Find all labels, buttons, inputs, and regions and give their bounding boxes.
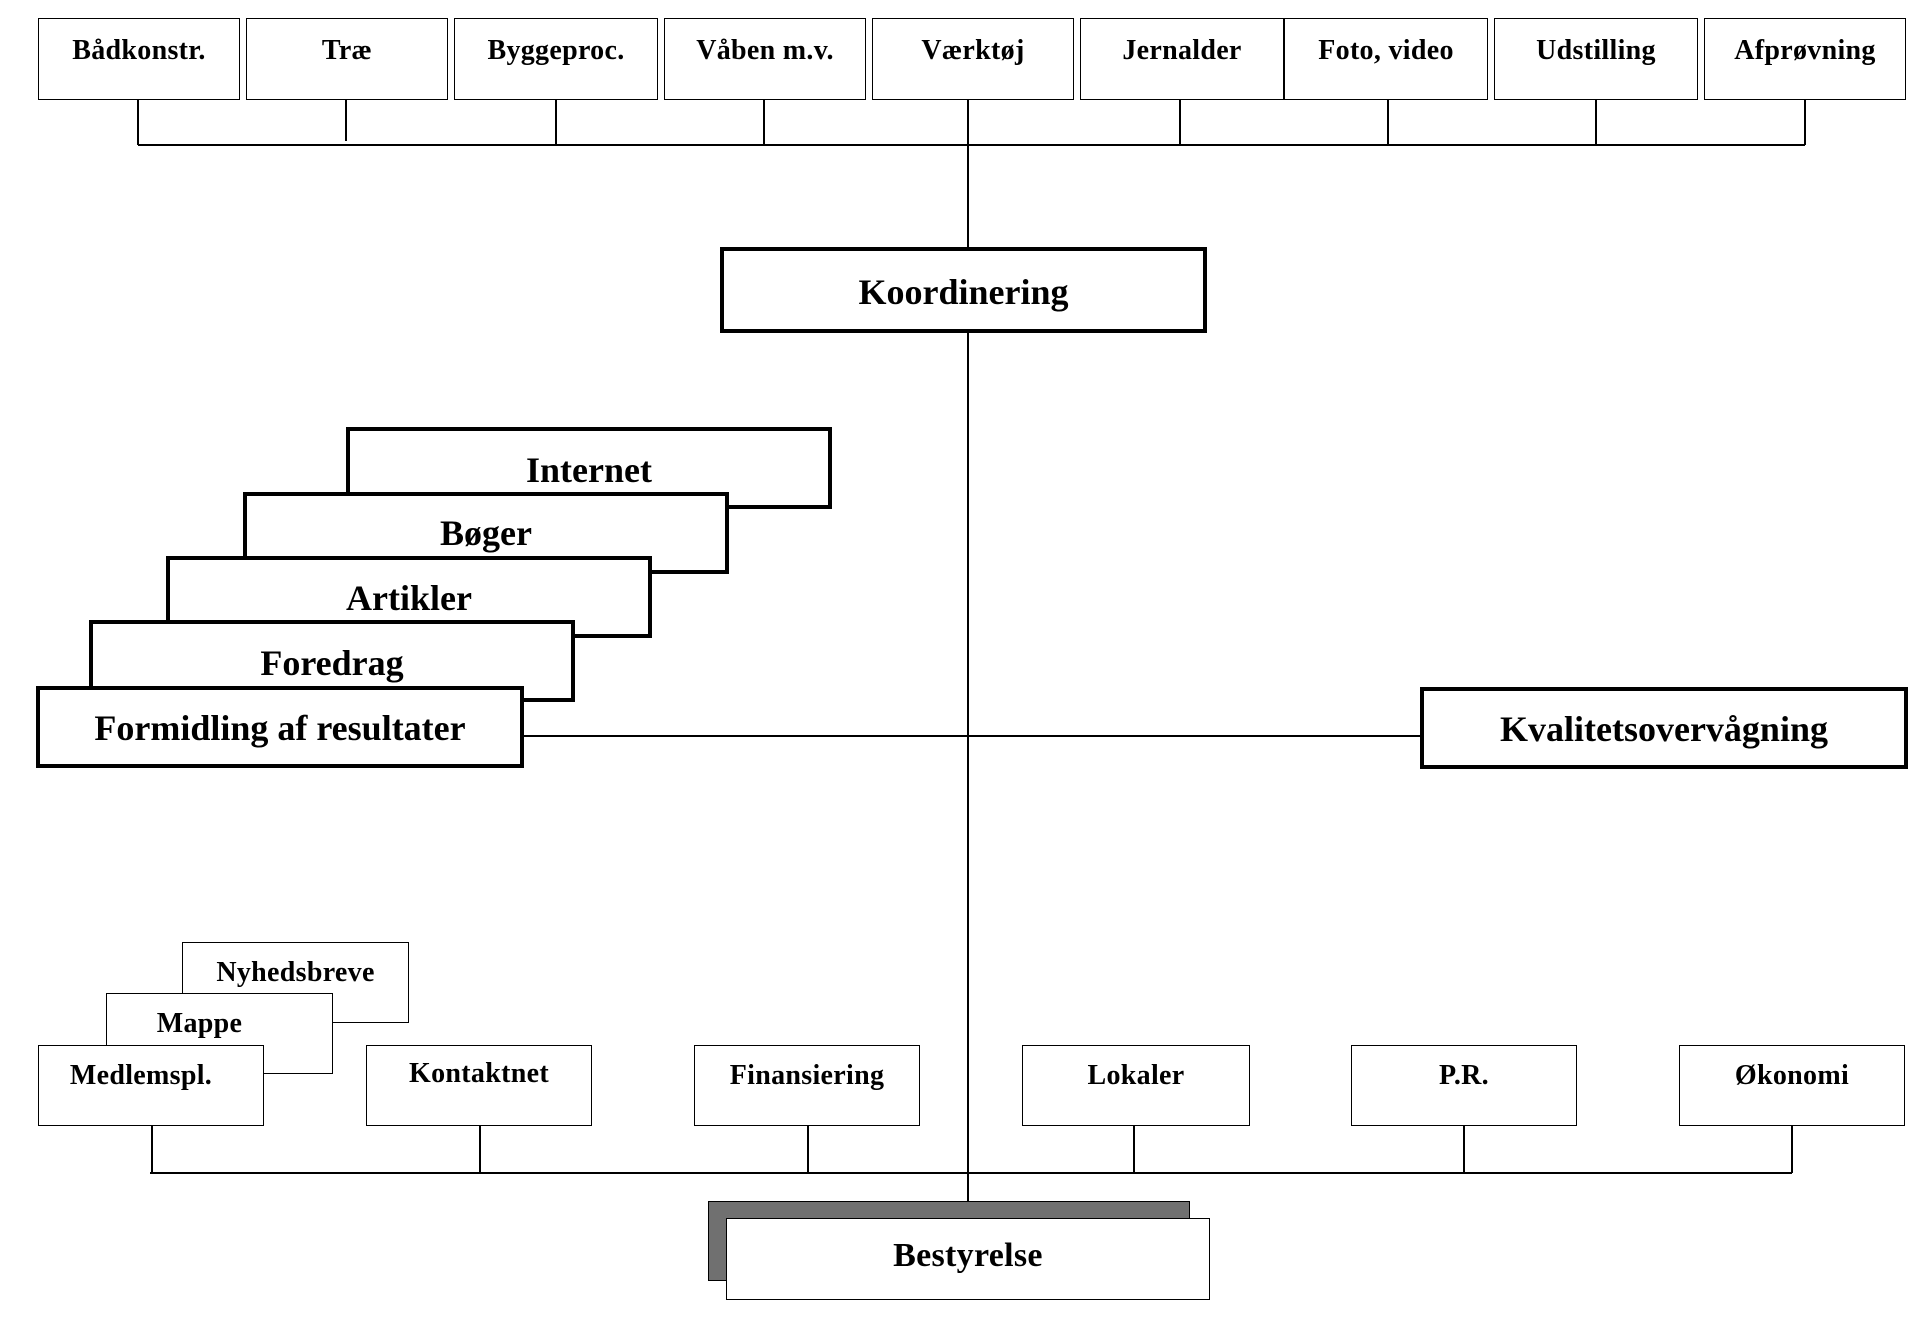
box-medlemspl: Medlemspl. bbox=[38, 1045, 264, 1126]
box-formidling-af-resultater: Formidling af resultater bbox=[36, 686, 524, 768]
box-lokaler: Lokaler bbox=[1022, 1045, 1250, 1126]
box-finansiering: Finansiering bbox=[694, 1045, 920, 1126]
box-foto-video: Foto, video bbox=[1284, 18, 1488, 100]
box-jernalder: Jernalder bbox=[1080, 18, 1284, 100]
box-byggeproc: Byggeproc. bbox=[454, 18, 658, 100]
box-udstilling: Udstilling bbox=[1494, 18, 1698, 100]
box-pr: P.R. bbox=[1351, 1045, 1577, 1126]
box-afprovning: Afprøvning bbox=[1704, 18, 1906, 100]
box-okonomi: Økonomi bbox=[1679, 1045, 1905, 1126]
box-kvalitetsovervagning: Kvalitetsovervågning bbox=[1420, 687, 1908, 769]
box-kontaktnet: Kontaktnet bbox=[366, 1045, 592, 1126]
box-koordinering: Koordinering bbox=[720, 247, 1207, 333]
box-vaaben: Våben m.v. bbox=[664, 18, 866, 100]
box-badkonstr: Bådkonstr. bbox=[38, 18, 240, 100]
box-bestyrelse: Bestyrelse bbox=[726, 1218, 1210, 1300]
box-vaerktoj: Værktøj bbox=[872, 18, 1074, 100]
box-trae: Træ bbox=[246, 18, 448, 100]
